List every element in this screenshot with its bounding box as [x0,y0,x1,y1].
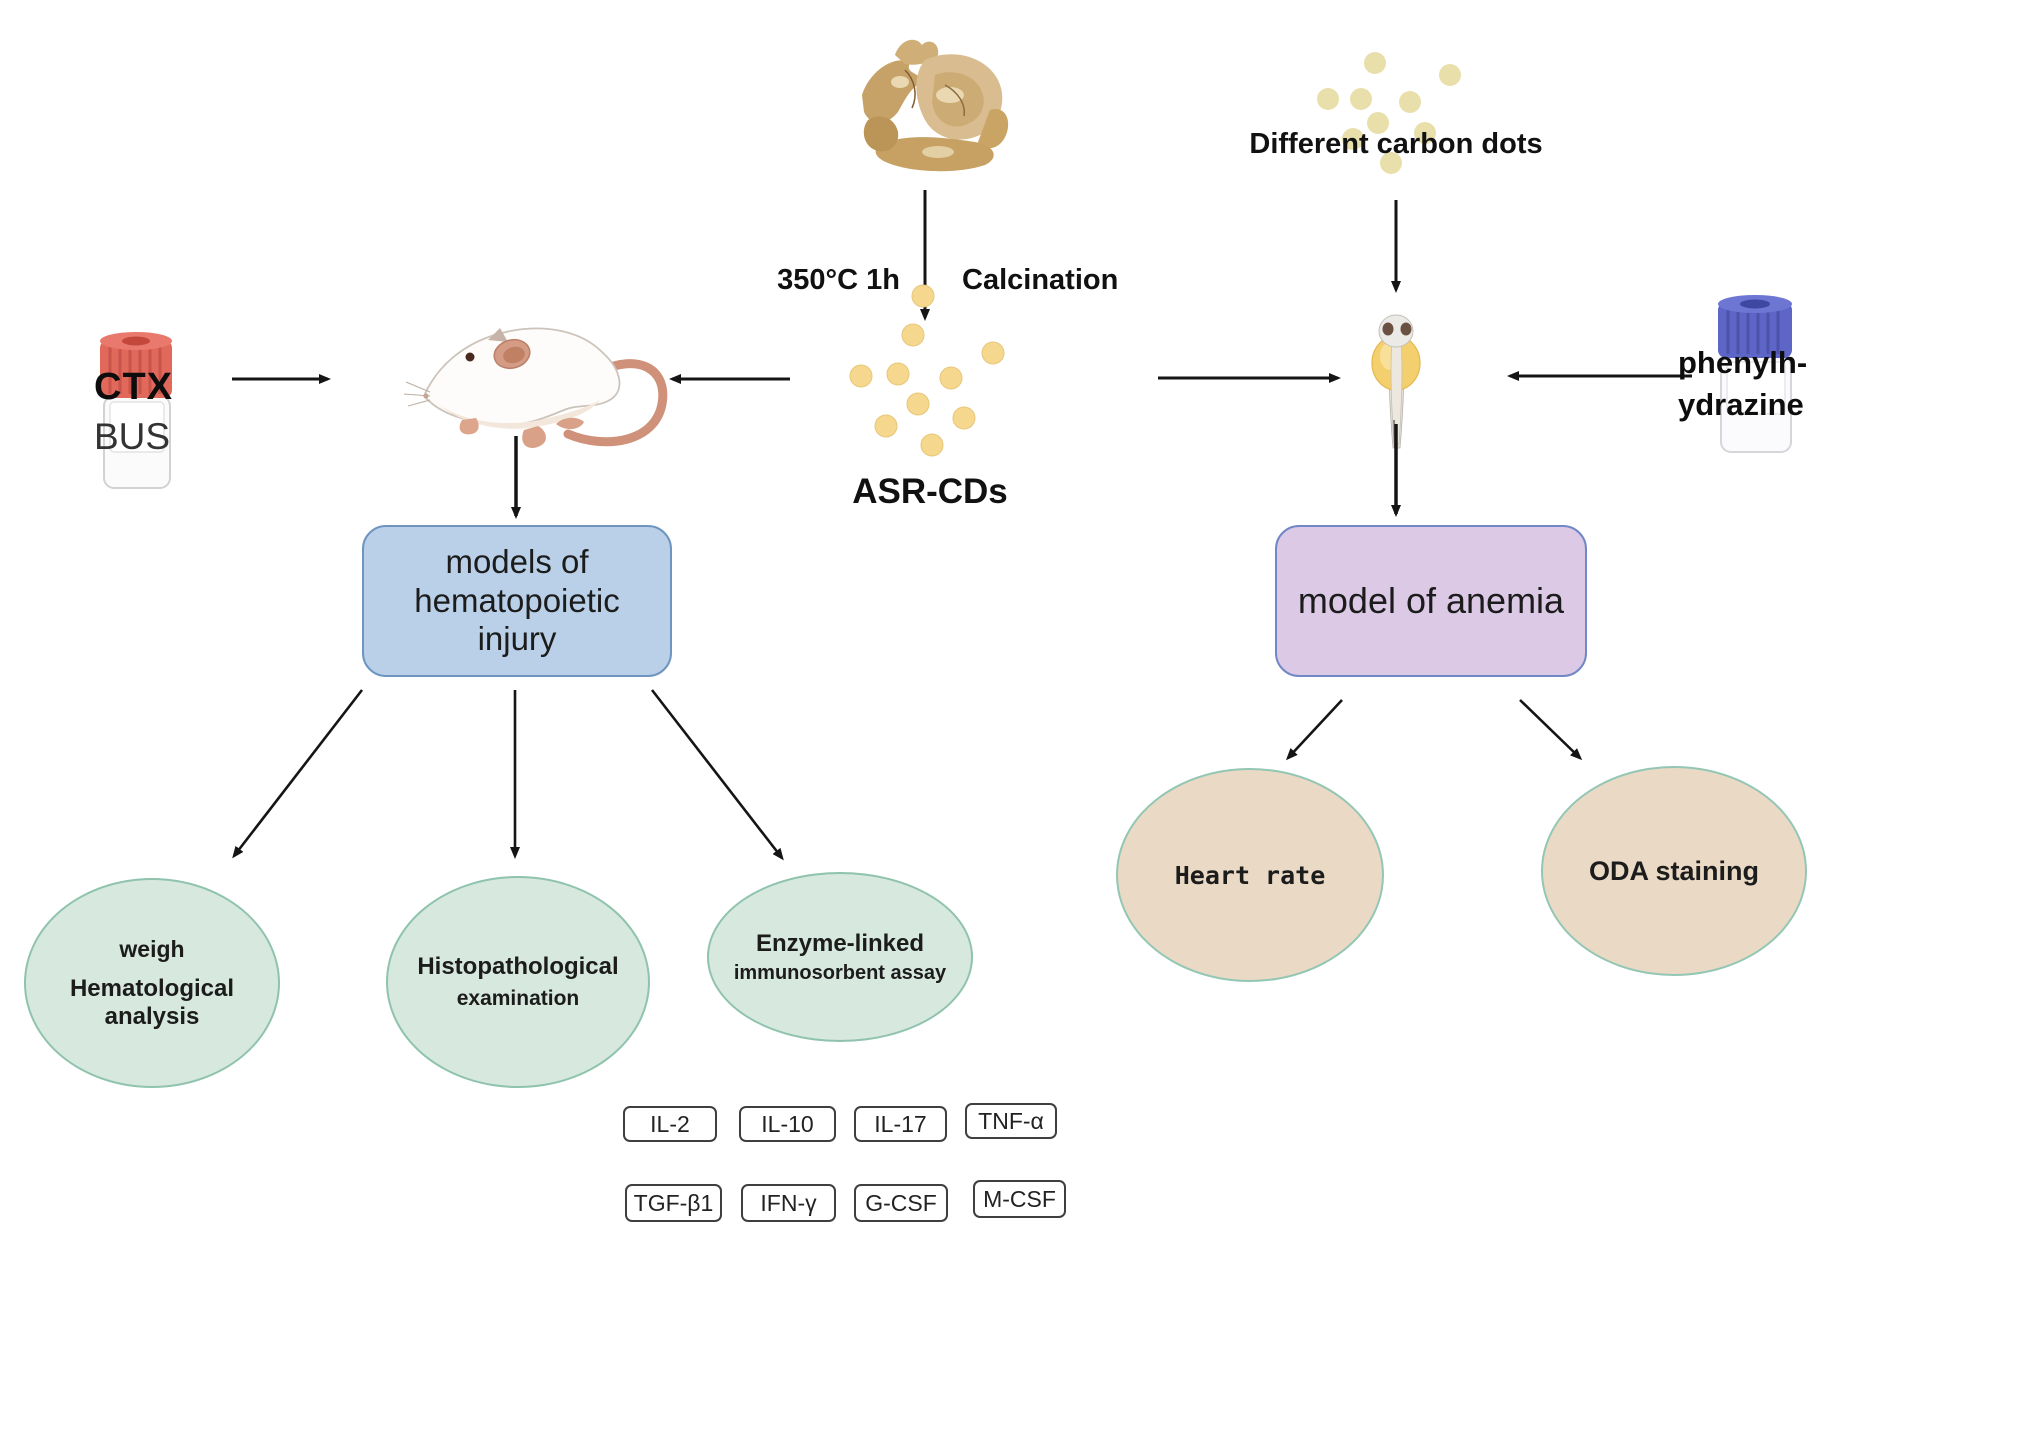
hematological-analysis-label: Hematological analysis [69,974,235,1030]
outcome-oda-staining: ODA staining [1541,766,1807,976]
cytokine-ifng: IFN-γ [741,1184,836,1222]
different-carbon-dots-label: Different carbon dots [1249,128,1543,160]
cytokine-il2: IL-2 [623,1106,717,1142]
herb-root-image [862,39,1009,172]
bus-label: BUS [94,416,171,457]
examination-label: examination [456,987,580,1010]
anemia-model-box: model of anemia [1275,525,1587,677]
outcome-weigh-hematology: weigh Hematological analysis [24,878,280,1088]
weigh-label: weigh [119,935,185,962]
injury-model-box-label: models of hematopoietic injury [414,542,620,658]
enzyme-linked-label: Enzyme-linked [755,929,925,957]
arrow-anemia-to-oda [1519,699,1583,761]
injury-model-box: models of hematopoietic injury [362,525,672,677]
cytokine-tnfa: TNF-α [965,1103,1057,1139]
histopathological-label: Histopathological [417,953,619,980]
cytokine-il17: IL-17 [854,1106,947,1142]
outcome-histopathological: Histopathological examination [386,876,650,1088]
outcome-elisa: Enzyme-linked immunosorbent assay [707,872,973,1042]
cytokine-il10: IL-10 [739,1106,836,1142]
heart-rate-label: Heart rate [1174,860,1326,890]
ctx-bus-vial-icon [100,332,172,489]
cytokine-gcsf: G-CSF [854,1184,948,1222]
carbon-dots-scatter [1317,52,1461,174]
calcination-label: Calcination [962,264,1119,296]
cytokine-tgfb1: TGF-β1 [625,1184,722,1222]
cytokine-mcsf: M-CSF [973,1180,1066,1218]
phenylhydrazine-label: phenylh- ydrazine [1678,345,1808,422]
oda-staining-label: ODA staining [1588,855,1759,886]
anemia-model-box-label: model of anemia [1297,579,1565,621]
ctx-label: CTX [94,366,173,408]
immunosorbent-assay-label: immunosorbent assay [733,961,947,984]
arrow-anemia-to-heart-rate [1285,699,1343,761]
mouse-icon [403,327,668,449]
arrow-injury-to-elisa [650,689,784,861]
asr-cds-dots [849,284,1005,457]
temperature-label: 350°C 1h [777,264,900,296]
arrow-injury-to-weigh [232,689,364,859]
phenylhydrazine-vial-icon [1718,295,1792,453]
outcome-heart-rate: Heart rate [1116,768,1384,982]
zebrafish-larva-icon [1371,314,1421,449]
asr-cds-label: ASR-CDs [852,472,1008,511]
